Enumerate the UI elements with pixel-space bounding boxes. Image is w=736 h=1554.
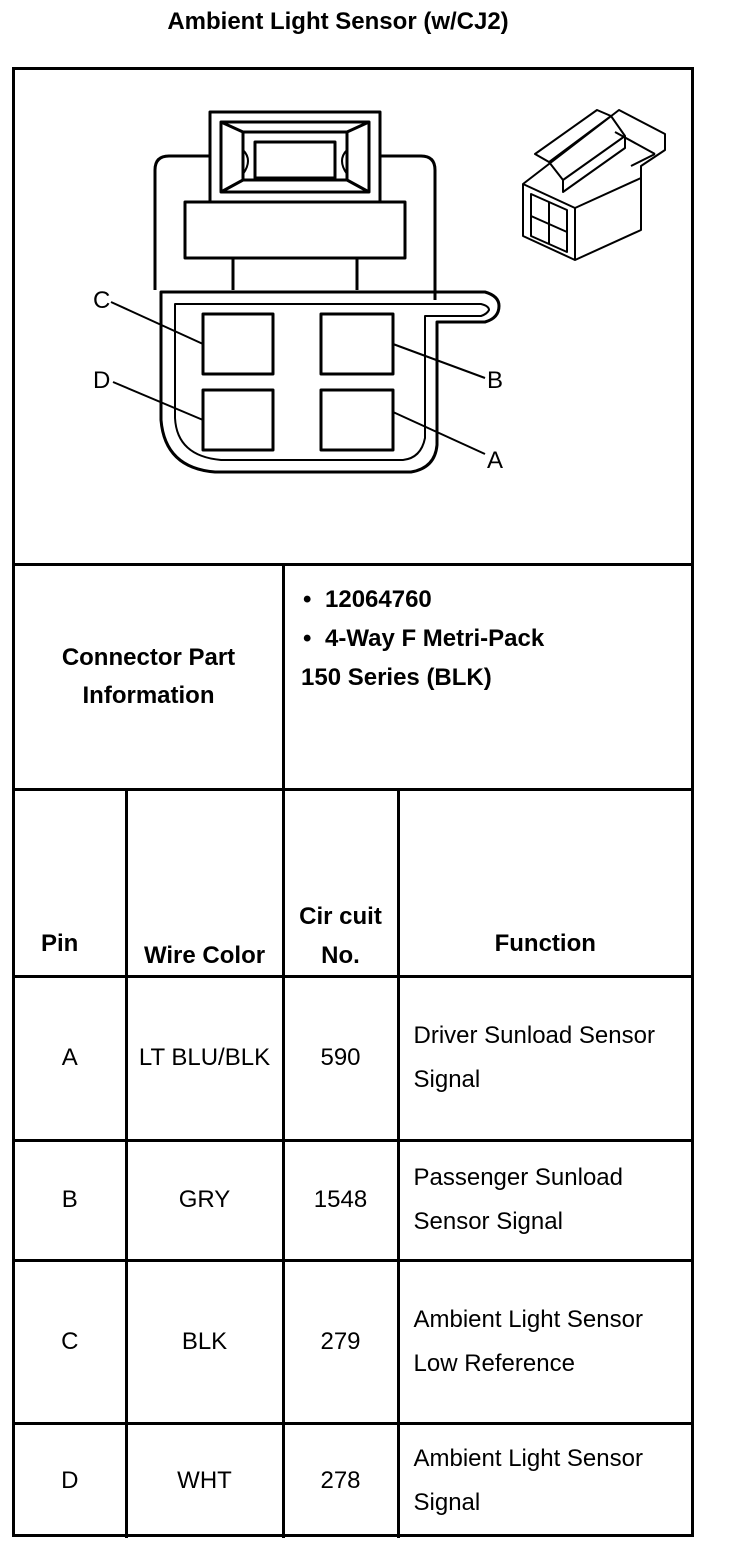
leader-b <box>392 343 486 379</box>
connector-series: 150 Series (BLK) <box>301 664 492 691</box>
pin-label-b: B <box>487 367 503 394</box>
table-row: A LT BLU/BLK 590 Driver Sunload Sensor S… <box>15 974 691 1142</box>
connector-3d-thumbnail <box>522 109 666 261</box>
connector-type: 4-Way F Metri-Pack <box>325 625 545 652</box>
table-row: B GRY 1548 Passenger Sunload Sensor Sign… <box>15 1138 691 1262</box>
connector-face-drawing: C D B A <box>93 109 666 474</box>
pin-cell: D <box>15 1421 128 1538</box>
header-wire-color: Wire Color <box>124 791 285 978</box>
page-title: Ambient Light Sensor (w/CJ2) <box>167 8 509 35</box>
leader-c <box>110 301 204 345</box>
connector-part-info-label: Connector Part Information <box>15 566 285 788</box>
latch-bar <box>183 200 407 260</box>
wire-color-cell: WHT <box>124 1421 285 1538</box>
pin-label-a: A <box>487 447 503 474</box>
circuit-cell: 278 <box>281 1421 400 1538</box>
wire-color-cell: LT BLU/BLK <box>124 974 285 1142</box>
bullet-icon: • <box>303 625 312 652</box>
connector-card: C D B A Connector Part Information • 120… <box>12 67 694 1538</box>
cavity-b <box>319 312 395 376</box>
pin-cell: A <box>15 974 128 1142</box>
wire-color-cell: GRY <box>124 1138 285 1262</box>
function-cell: Ambient Light Sensor Low Reference <box>396 1258 691 1425</box>
connector-part-info-values: • 12064760 • 4-Way F Metri-Pack 150 Seri… <box>285 580 685 697</box>
function-cell: Ambient Light Sensor Signal <box>396 1421 691 1538</box>
header-circuit-number: Cir cuit No. <box>281 791 400 978</box>
bullet-icon: • <box>303 586 312 613</box>
pin-table: Pin Wire Color Cir cuit No. Function A L… <box>15 791 691 1538</box>
pin-cell: C <box>15 1258 128 1425</box>
header-function: Function <box>396 791 691 978</box>
leader-a <box>392 411 486 455</box>
part-number-item: • 12064760 <box>285 580 685 619</box>
table-row: D WHT 278 Ambient Light Sensor Signal <box>15 1421 691 1538</box>
housing-outline <box>159 290 501 474</box>
circuit-cell: 590 <box>281 974 400 1142</box>
pin-label-c: C <box>93 287 110 314</box>
pin-table-header: Pin Wire Color Cir cuit No. Function <box>15 791 691 978</box>
connector-part-info: Connector Part Information • 12064760 • … <box>15 566 691 791</box>
cavity-c <box>201 312 275 376</box>
part-number: 12064760 <box>325 586 432 613</box>
latch-outline <box>208 110 382 204</box>
table-row: C BLK 279 Ambient Light Sensor Low Refer… <box>15 1258 691 1425</box>
circuit-cell: 279 <box>281 1258 400 1425</box>
header-pin: Pin <box>15 791 128 978</box>
cavity-a <box>319 388 395 452</box>
pin-cell: B <box>15 1138 128 1262</box>
leader-d <box>112 381 204 421</box>
wire-color-cell: BLK <box>124 1258 285 1425</box>
connector-diagram: C D B A <box>15 70 691 566</box>
connector-type-item: • 4-Way F Metri-Pack <box>285 619 685 658</box>
function-cell: Passenger Sunload Sensor Signal <box>396 1138 691 1262</box>
circuit-cell: 1548 <box>281 1138 400 1262</box>
cavity-d <box>201 388 275 452</box>
function-cell: Driver Sunload Sensor Signal <box>396 974 691 1142</box>
pin-label-d: D <box>93 367 110 394</box>
